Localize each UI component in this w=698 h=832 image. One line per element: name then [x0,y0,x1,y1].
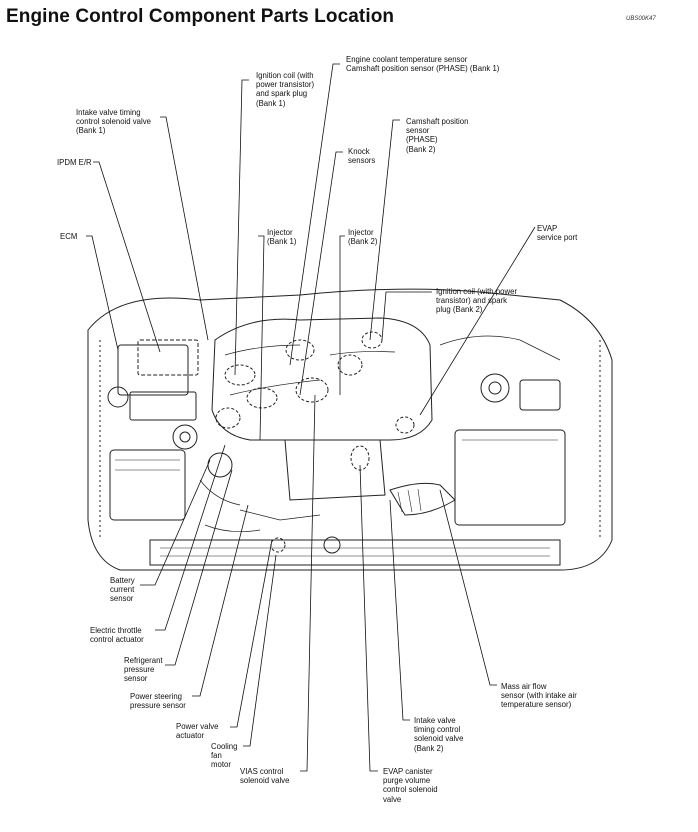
label-coolant-camshaft-sensor: Engine coolant temperature sensor Camsha… [346,55,500,74]
label-power-steering-sensor: Power steering pressure sensor [130,692,186,711]
intake-plenum [284,439,386,501]
label-ipdm-er: IPDM E/R [57,158,92,167]
battery [109,449,186,521]
radiator [149,539,561,566]
engine-block [211,317,433,441]
label-refrigerant-pressure-sensor: Refrigerant pressure sensor [124,656,163,684]
air-filter-box [454,429,566,526]
ecm-box [117,344,189,396]
label-power-valve-actuator: Power valve actuator [176,722,219,741]
label-intake-valve-timing-bank2: Intake valve timing control solenoid val… [414,716,464,753]
label-camshaft-sensor-bank2: Camshaft position sensor (PHASE) (Bank 2… [406,117,469,154]
label-mass-air-flow-sensor: Mass air flow sensor (with intake air te… [501,682,577,710]
label-ignition-coil-bank2: Ignition coil (with power transistor) an… [436,287,518,315]
label-ecm: ECM [60,232,78,241]
ipdm-box [137,339,199,376]
figure-code: UBS00K47 [626,16,656,22]
label-battery-current-sensor: Battery current sensor [110,576,135,604]
label-injector-bank1: Injector (Bank 1) [267,228,297,247]
label-injector-bank2: Injector (Bank 2) [348,228,378,247]
page-title: Engine Control Component Parts Location [6,6,395,27]
label-knock-sensors: Knock sensors [348,147,376,166]
label-ignition-coil-bank1: Ignition coil (with power transistor) an… [256,71,315,108]
label-vias-control-valve: VIAS control solenoid valve [240,767,290,786]
label-evap-service-port: EVAP service port [537,224,578,243]
label-evap-purge-valve: EVAP canister purge volume control solen… [383,767,438,804]
label-cooling-fan-motor: Cooling fan motor [211,742,238,770]
label-intake-valve-timing-bank1: Intake valve timing control solenoid val… [76,108,151,136]
bay-outline [87,288,613,571]
label-electric-throttle-actuator: Electric throttle control actuator [90,626,144,645]
